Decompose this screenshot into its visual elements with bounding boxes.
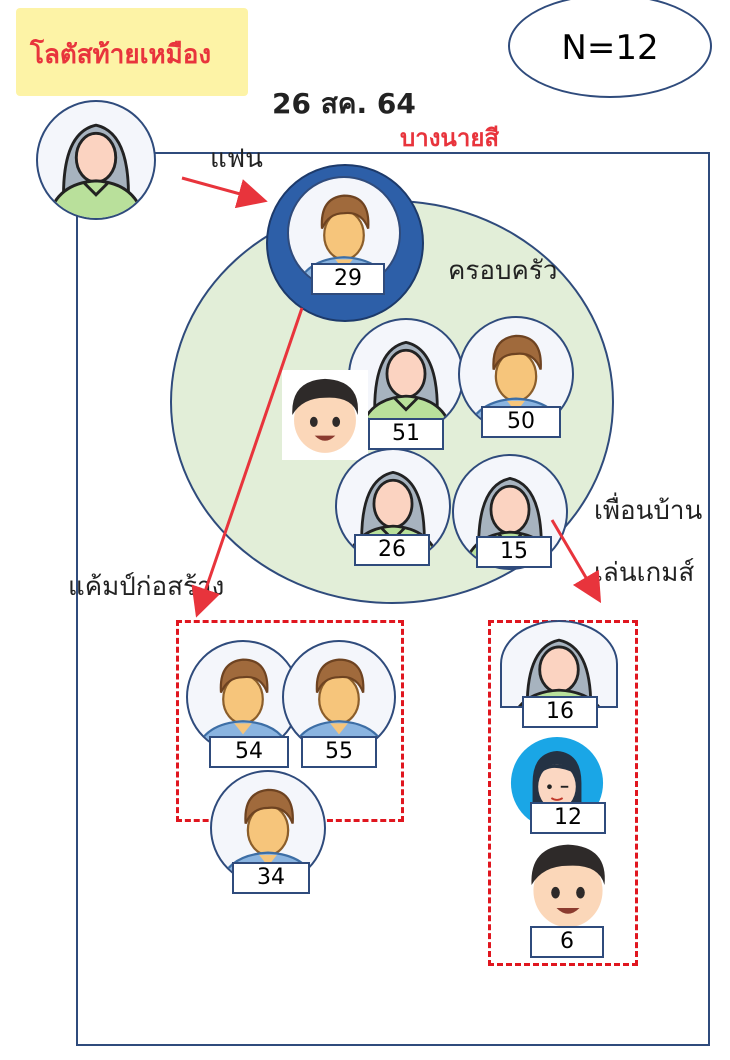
case-badge-family-2: 50: [481, 406, 561, 438]
arrow-index-to-partner: [181, 176, 268, 209]
case-count-text: N=12: [561, 28, 659, 68]
report-date: 26 สค. 64: [272, 87, 416, 120]
female-person-icon: [36, 100, 156, 220]
game-label: เล่นเกมส์: [594, 558, 695, 588]
family-group-label: ครอบครัว: [448, 256, 558, 286]
case-badge-partner: 29: [311, 263, 385, 295]
boy-face-icon: [520, 836, 616, 934]
case-badge-camp-2: 55: [301, 736, 377, 768]
case-badge-camp-3: 34: [232, 862, 310, 894]
arrow-partner-to-camp: [191, 307, 304, 618]
neighbor-label: เพื่อนบ้าน: [594, 496, 703, 526]
case-badge-game-3: 6: [530, 926, 604, 958]
case-badge-camp-1: 54: [209, 736, 289, 768]
arrow-family-to-game: [550, 519, 602, 604]
cluster-frame: [76, 152, 710, 1046]
boy-face-icon: [282, 370, 368, 460]
case-badge-family-3: 26: [354, 534, 430, 566]
location-label: โลตัสท้ายเหมือง: [16, 8, 248, 96]
location-name: โลตัสท้ายเหมือง: [30, 40, 212, 70]
place-name: บางนายสี: [400, 124, 500, 152]
partner-label: แฟน: [210, 144, 263, 174]
case-badge-game-1: 16: [522, 696, 598, 728]
case-badge-game-2: 12: [530, 802, 606, 834]
case-count-badge: N=12: [508, 0, 712, 98]
case-badge-family-4: 15: [476, 536, 552, 568]
case-badge-family-1: 51: [368, 418, 444, 450]
